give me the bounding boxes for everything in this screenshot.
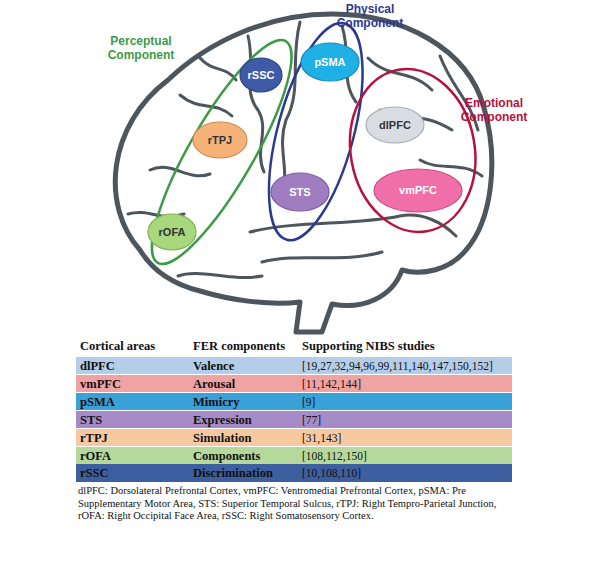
table-cell: Expression (193, 412, 252, 428)
area-ellipse (271, 173, 329, 211)
area-ellipse (148, 214, 196, 250)
table-row-band (76, 375, 512, 392)
table-header: Cortical areas (80, 338, 155, 354)
cortical-area: STS (270, 172, 330, 212)
table-row-band (76, 429, 512, 446)
component-region: Physical ComponentpSMASTS (266, 20, 366, 243)
gyrus-line (248, 36, 264, 172)
table-header: FER components (193, 338, 285, 354)
table-row-band (76, 393, 512, 410)
area-label: STS (289, 186, 310, 198)
table-cell: [11,142,144] (302, 376, 361, 392)
table-cell: STS (80, 412, 102, 428)
table-cell: rTPJ (80, 430, 108, 446)
component-ellipse (338, 58, 489, 241)
table-cell: rSSC (80, 465, 108, 481)
gyrus-line (128, 212, 184, 216)
table-cell: Mimicry (193, 394, 240, 410)
area-label: rOFA (159, 226, 186, 238)
cortical-area: rTPJ (192, 121, 248, 159)
table-row-band (76, 464, 512, 481)
table-cell: [108,112,150] (302, 448, 367, 464)
table-cell: [77] (302, 412, 321, 428)
table-cell: dlPFC (80, 358, 115, 374)
table-cell: Valence (193, 358, 234, 374)
cortical-area: rOFA (147, 213, 197, 251)
cortical-area: rSSC (239, 57, 283, 93)
component-region: Perceptual ComponentrSSCrTPJrOFA (149, 37, 294, 267)
table-row-band (76, 447, 512, 464)
area-label: rSSC (248, 69, 275, 81)
area-label: pSMA (314, 56, 345, 68)
gyrus-line (420, 160, 482, 176)
gyrus-line (380, 110, 452, 130)
table-cell: [31,143] (302, 430, 341, 446)
table-cell: [19,27,32,94,96,99,111,140,147,150,152] (302, 358, 493, 374)
brain-illustration (0, 0, 594, 340)
area-label: rTPJ (208, 134, 232, 146)
gyrus-line (180, 95, 232, 116)
table-cell: Components (193, 448, 260, 464)
table-cell: [10,108,110] (302, 465, 361, 481)
area-ellipse (366, 107, 424, 143)
component-heading: Physical Component (324, 2, 416, 30)
gyrus-line (178, 273, 262, 277)
area-ellipse (374, 169, 462, 212)
area-ellipse (240, 58, 282, 92)
table-header: Supporting NIBS studies (302, 338, 435, 354)
gyrus-line (280, 22, 300, 202)
component-ellipse (130, 25, 313, 279)
component-heading: Perceptual Component (96, 34, 186, 62)
table-cell: Discrimination (193, 465, 273, 481)
table-row-band (76, 411, 512, 428)
cortical-area: pSMA (300, 42, 360, 82)
component-outline (347, 66, 478, 235)
component-outline (266, 20, 366, 243)
component-region: Emotional ComponentdlPFCvmPFC (347, 66, 478, 235)
component-heading: Emotional Component (452, 96, 536, 124)
area-label: dlPFC (379, 119, 411, 131)
gyrus-line (368, 58, 432, 90)
gyrus-line (262, 252, 382, 262)
table-cell: vmPFC (80, 376, 121, 392)
area-ellipse (193, 122, 247, 158)
component-ellipse (250, 14, 381, 250)
footnote: dlPFC: Dorsolateral Prefrontal Cortex, v… (78, 485, 510, 523)
cortical-area: dlPFC (365, 106, 425, 144)
table-cell: [9] (302, 394, 315, 410)
brain-gyri (128, 22, 482, 278)
area-ellipse (301, 43, 359, 81)
table-cell: rOFA (80, 448, 111, 464)
area-label: vmPFC (399, 184, 437, 196)
gyrus-line (150, 167, 210, 175)
gyrus-line (250, 215, 456, 236)
cortical-area: vmPFC (373, 168, 463, 213)
table-cell: pSMA (80, 394, 115, 410)
table-cell: Simulation (193, 430, 251, 446)
table-cell: Arousal (193, 376, 235, 392)
gyrus-line (200, 58, 236, 80)
